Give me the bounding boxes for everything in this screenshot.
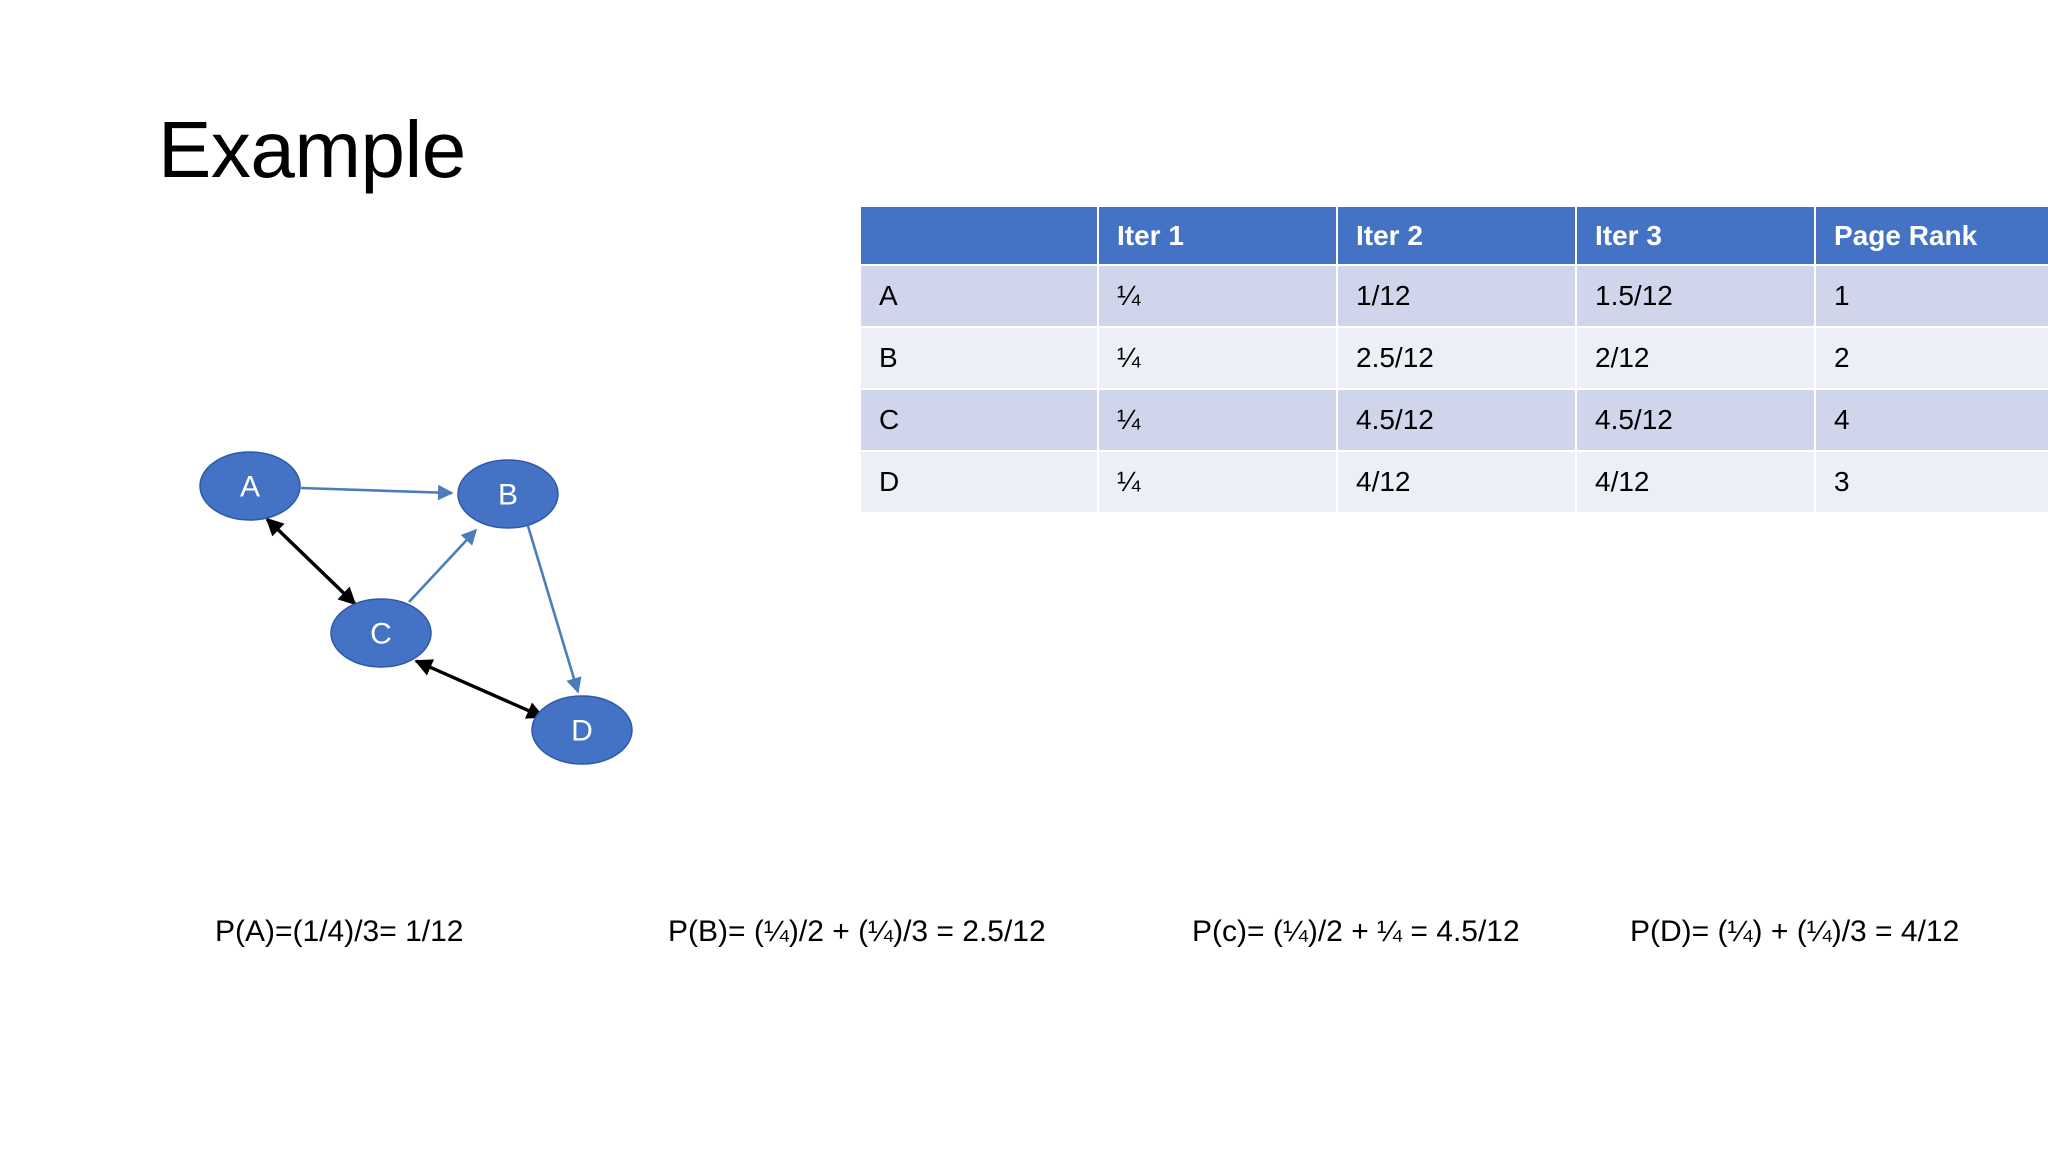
cell-iter-3: 4/12	[1577, 452, 1814, 512]
edge-c-d-bidirectional	[414, 659, 545, 719]
table-row: A ¼ 1/12 1.5/12 1	[861, 266, 2048, 326]
node-b-label: B	[498, 479, 518, 512]
column-header-iter-1: Iter 1	[1099, 207, 1336, 264]
cell-iter-1: ¼	[1099, 452, 1336, 512]
graph-node-d[interactable]: D	[531, 695, 633, 765]
cell-page-rank: 2	[1816, 328, 2048, 388]
table-row: B ¼ 2.5/12 2/12 2	[861, 328, 2048, 388]
formula-page-rank-c: P(c)= (¼)/2 + ¼ = 4.5/12	[1192, 915, 1520, 948]
cell-iter-2: 4.5/12	[1338, 390, 1575, 450]
cell-iter-3: 1.5/12	[1577, 266, 1814, 326]
node-b-shape[interactable]	[457, 459, 559, 529]
cell-iter-2: 1/12	[1338, 266, 1575, 326]
cell-iter-2: 4/12	[1338, 452, 1575, 512]
cell-iter-1: ¼	[1099, 328, 1336, 388]
column-header-node	[861, 207, 1097, 264]
cell-node-name: A	[861, 266, 1097, 326]
edge-a-to-b	[300, 484, 454, 501]
column-header-page-rank: Page Rank	[1816, 207, 2048, 264]
formula-page-rank-a: P(A)=(1/4)/3= 1/12	[215, 915, 464, 948]
table-row: D ¼ 4/12 4/12 3	[861, 452, 2048, 512]
node-a-label: A	[240, 471, 260, 504]
cell-node-name: B	[861, 328, 1097, 388]
node-d-label: D	[571, 715, 593, 748]
graph-edges	[265, 484, 582, 719]
cell-iter-3: 4.5/12	[1577, 390, 1814, 450]
edge-a-c-bidirectional	[265, 517, 357, 606]
page-title: Example	[158, 105, 466, 194]
node-c-shape[interactable]	[330, 598, 432, 668]
table-header: Iter 1 Iter 2 Iter 3 Page Rank	[861, 207, 2048, 264]
cell-page-rank: 3	[1816, 452, 2048, 512]
table-header-row: Iter 1 Iter 2 Iter 3 Page Rank	[861, 207, 2048, 264]
cell-page-rank: 1	[1816, 266, 2048, 326]
edge-b-to-d	[526, 525, 582, 694]
table-body: A ¼ 1/12 1.5/12 1 B ¼ 2.5/12 2/12 2 C ¼ …	[861, 266, 2048, 512]
cell-iter-1: ¼	[1099, 390, 1336, 450]
graph-node-a[interactable]: A	[199, 451, 301, 521]
table-row: C ¼ 4.5/12 4.5/12 4	[861, 390, 2048, 450]
graph-node-b[interactable]: B	[457, 459, 559, 529]
node-a-shape[interactable]	[199, 451, 301, 521]
node-d-shape[interactable]	[531, 695, 633, 765]
column-header-iter-3: Iter 3	[1577, 207, 1814, 264]
graph-diagram: A B C D	[150, 420, 690, 810]
cell-iter-2: 2.5/12	[1338, 328, 1575, 388]
column-header-iter-2: Iter 2	[1338, 207, 1575, 264]
cell-iter-3: 2/12	[1577, 328, 1814, 388]
node-c-label: C	[370, 618, 392, 651]
pagerank-table: Iter 1 Iter 2 Iter 3 Page Rank A ¼ 1/12 …	[859, 205, 2048, 514]
graph-node-c[interactable]: C	[330, 598, 432, 668]
edge-c-to-b	[408, 528, 478, 603]
formula-page-rank-b: P(B)= (¼)/2 + (¼)/3 = 2.5/12	[668, 915, 1046, 948]
cell-node-name: C	[861, 390, 1097, 450]
cell-iter-1: ¼	[1099, 266, 1336, 326]
formula-page-rank-d: P(D)= (¼) + (¼)/3 = 4/12	[1630, 915, 1960, 948]
cell-node-name: D	[861, 452, 1097, 512]
cell-page-rank: 4	[1816, 390, 2048, 450]
